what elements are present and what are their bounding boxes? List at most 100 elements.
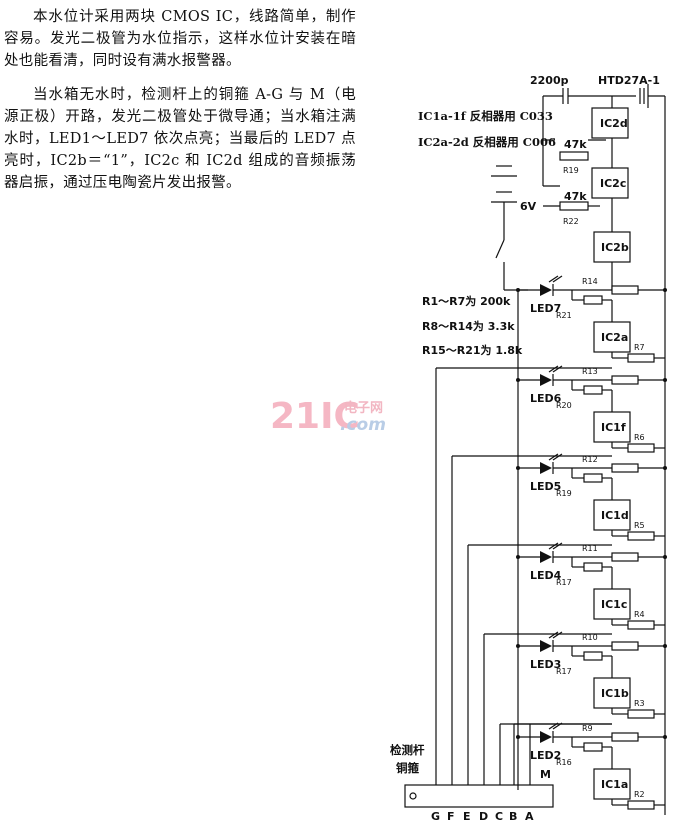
led-ray: [548, 275, 559, 283]
resistor-inner: [583, 562, 603, 572]
led-icon: [540, 640, 552, 652]
r19-resistor: 47k R19: [559, 138, 589, 175]
resistor-inner: [583, 742, 603, 752]
r22-label: R22: [563, 217, 579, 226]
resistor-inner-label: R17: [556, 578, 572, 587]
resistor-base-label: R12: [582, 455, 598, 464]
resistor-out: [627, 800, 655, 810]
r22-value: 47k: [564, 190, 587, 203]
probe-letter: B: [509, 810, 517, 823]
resistor-base: [611, 552, 639, 562]
ic-block: [593, 677, 631, 709]
led-ray: [552, 631, 563, 639]
battery-label: 6V: [520, 200, 537, 213]
led-label: LED3: [530, 658, 561, 671]
resistor-out-label: R7: [634, 343, 645, 352]
led-label: LED7: [530, 302, 561, 315]
ic-note-1: IC1a-1f 反相器用 C033: [418, 109, 553, 123]
resistor-out-label: R2: [634, 790, 645, 799]
ic-label: IC1c: [601, 598, 627, 611]
resistor-out-label: R5: [634, 521, 645, 530]
resistor-out-label: R4: [634, 610, 645, 619]
watermark-brand: 21IC: [270, 396, 360, 437]
ic2d-block: IC2d: [591, 107, 629, 139]
watermark-cn: 电子网: [344, 400, 383, 416]
resistor-out: [627, 531, 655, 541]
led-label: LED4: [530, 569, 562, 582]
resistor-out: [627, 709, 655, 719]
led-icon: [540, 462, 552, 474]
led-ray: [548, 631, 559, 639]
led-ray: [548, 542, 559, 550]
ic-block: [593, 411, 631, 443]
probe-label-2: 铜箍: [395, 761, 419, 775]
resistor-out: [627, 443, 655, 453]
resistor-range-2: R8～R14为 3.3k: [422, 319, 515, 333]
led-icon: [540, 551, 552, 563]
ic-label: IC2a: [601, 331, 628, 344]
probe-letter: D: [479, 810, 488, 823]
led-ray: [552, 453, 563, 461]
r22-resistor: 47k R22: [559, 190, 589, 226]
ic2b-block: IC2b: [593, 231, 631, 263]
resistor-base-label: R14: [582, 277, 598, 286]
resistor-range-3: R15～R21为 1.8k: [422, 343, 523, 357]
resistor-inner: [583, 385, 603, 395]
resistor-base: [611, 375, 639, 385]
ic-label: IC1a: [601, 778, 628, 791]
resistor-base: [611, 641, 639, 651]
resistor-inner-label: R17: [556, 667, 572, 676]
led-ray: [552, 365, 563, 373]
resistor-base-label: R13: [582, 367, 598, 376]
led-ray: [552, 275, 563, 283]
ic-block: [593, 768, 631, 800]
led-icon: [540, 284, 552, 296]
resistor-out-label: R3: [634, 699, 645, 708]
resistor-inner: [583, 473, 603, 483]
led-icon: [540, 731, 552, 743]
probe-letter: C: [495, 810, 503, 823]
r19-label: R19: [563, 166, 579, 175]
resistor-base-label: R11: [582, 544, 598, 553]
resistor-inner: [583, 651, 603, 661]
resistor-inner-label: R16: [556, 758, 572, 767]
m-label: M: [540, 768, 551, 781]
resistor-out: [627, 620, 655, 630]
junction-dot: [663, 466, 667, 470]
resistor-inner: [583, 295, 603, 305]
buzzer-label: HTD27A-1: [598, 74, 660, 87]
resistor-inner-label: R19: [556, 489, 572, 498]
ic-label: IC1d: [601, 509, 629, 522]
led-label: LED2: [530, 749, 561, 762]
probe-letter: E: [463, 810, 471, 823]
ic2b-label: IC2b: [601, 241, 629, 254]
resistor-range-1: R1～R7为 200k: [422, 294, 511, 308]
ic-note-2: IC2a-2d 反相器用 C006: [418, 135, 556, 149]
led-ray: [548, 453, 559, 461]
static-wiring: [404, 84, 666, 815]
resistor-out-label: R6: [634, 433, 645, 442]
junction-dot: [663, 378, 667, 382]
led-ray: [552, 542, 563, 550]
junction-dot: [663, 644, 667, 648]
led-ray: [548, 365, 559, 373]
capacitor-label: 2200p: [530, 74, 569, 87]
led-label: LED6: [530, 392, 562, 405]
ic2c-block: IC2c: [591, 167, 629, 199]
ic-label: IC1b: [601, 687, 629, 700]
led-label: LED5: [530, 480, 561, 493]
led-stages: LED7R14R21IC2aR7LED6R13R20IC1fR6LED5R12R…: [516, 275, 667, 810]
junction-dot: [663, 555, 667, 559]
article-paragraph-2: 当水箱无水时，检测杆上的铜箍 A-G 与 M（电源正极）开路，发光二极管处于微导…: [4, 87, 356, 191]
resistor-base: [611, 463, 639, 473]
junction-dot: [663, 735, 667, 739]
resistor-inner-label: R20: [556, 401, 572, 410]
resistor-base: [611, 732, 639, 742]
led-icon: [540, 374, 552, 386]
